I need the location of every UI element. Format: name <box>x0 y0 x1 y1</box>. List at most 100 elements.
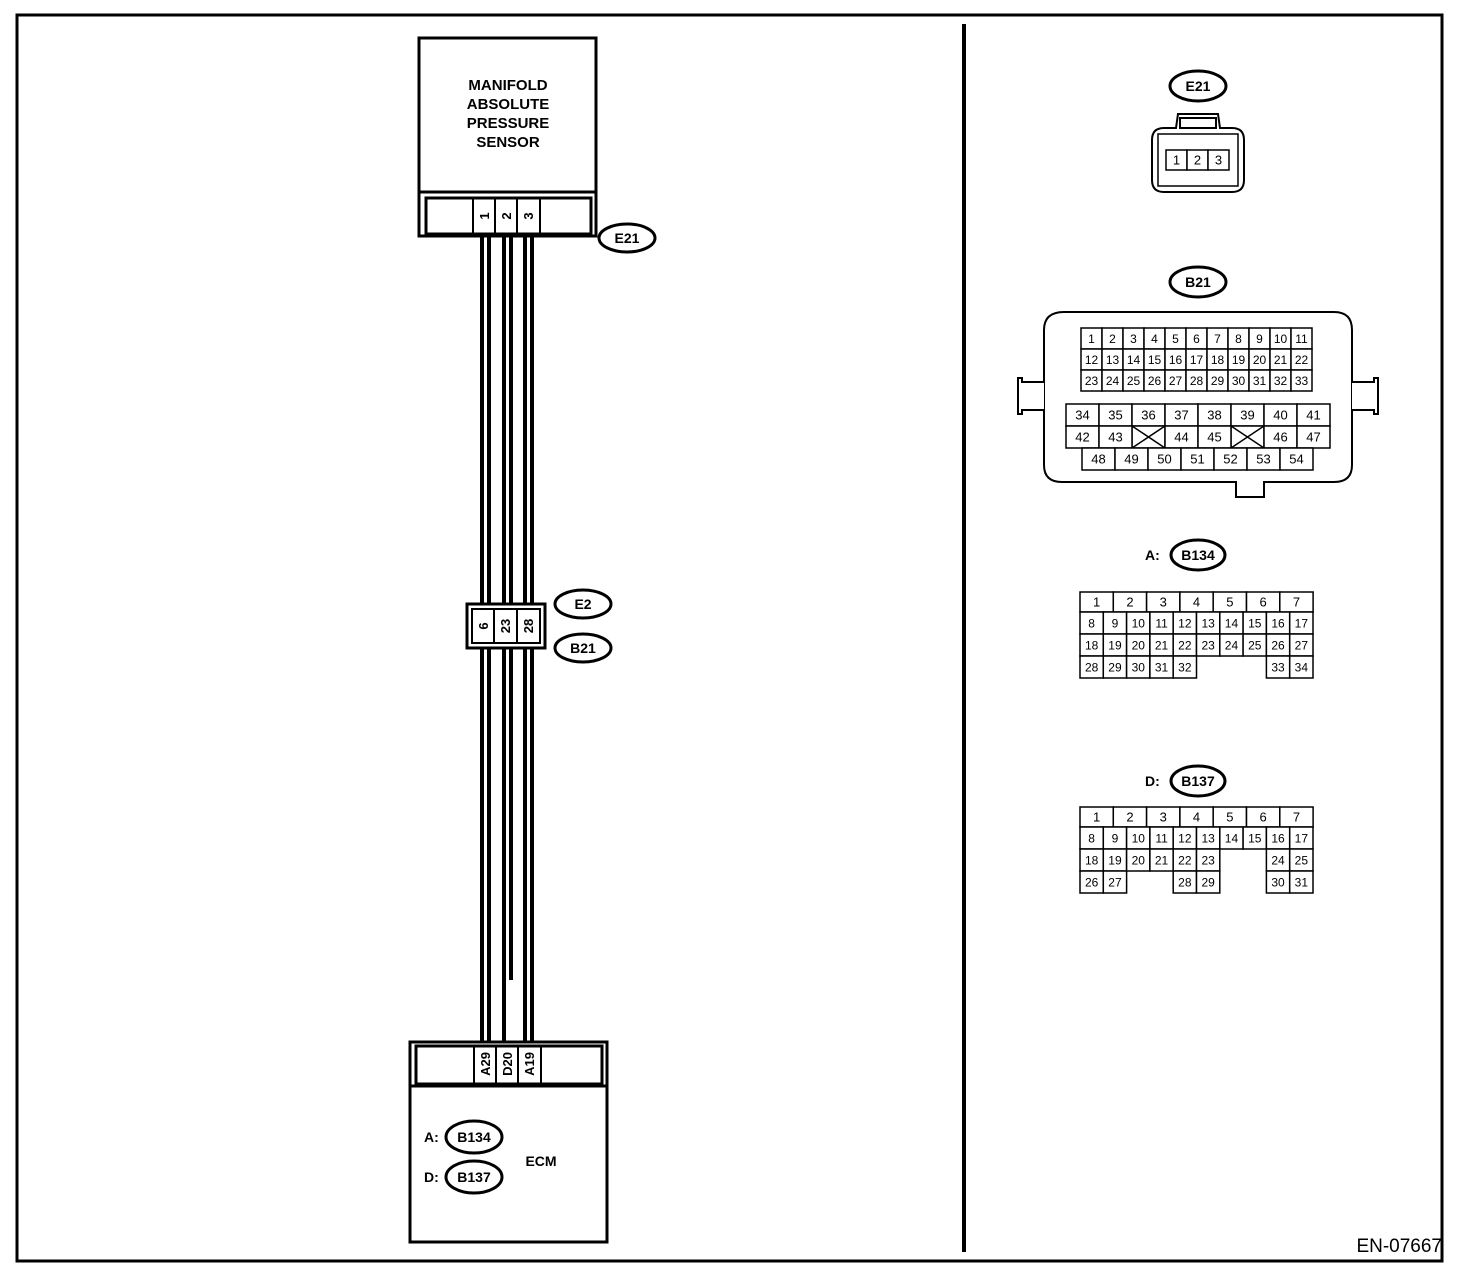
b134-pin-25: 25 <box>1248 638 1262 652</box>
b137-pin-31: 31 <box>1295 875 1309 889</box>
b21-pin-53: 53 <box>1256 452 1270 467</box>
b134-pin-30: 30 <box>1132 660 1146 674</box>
b21-pin-34: 34 <box>1075 408 1089 423</box>
b137-pin-16: 16 <box>1271 831 1285 845</box>
b137-pin-26: 26 <box>1085 875 1099 889</box>
svg-text:E21: E21 <box>1186 78 1211 94</box>
b21-pin-28: 28 <box>1190 374 1204 388</box>
ecm-prefix-a: A: <box>424 1129 439 1145</box>
b134-pin-12: 12 <box>1178 616 1192 630</box>
b137-pin-17: 17 <box>1295 831 1309 845</box>
figure-id: EN-07667 <box>1356 1236 1442 1257</box>
b137-pin-box <box>1102 870 1128 894</box>
b21-pin-8: 8 <box>1235 332 1242 346</box>
b137-pin-box <box>1195 870 1221 894</box>
b21-pin-39: 39 <box>1240 408 1254 423</box>
b21-pin-18: 18 <box>1211 353 1225 367</box>
connector-tag-b21: B21 <box>553 632 613 664</box>
svg-text:B137: B137 <box>1181 773 1215 789</box>
b137-pin-25: 25 <box>1295 853 1309 867</box>
b134-pin-21: 21 <box>1155 638 1169 652</box>
b137-pin-4: 4 <box>1193 810 1200 825</box>
b134-pin-23: 23 <box>1201 638 1215 652</box>
b21-pin-box <box>1279 447 1314 471</box>
b21-pin-11: 11 <box>1295 332 1308 346</box>
svg-text:D:: D: <box>1145 773 1160 789</box>
b134-pin-box <box>1172 655 1198 679</box>
b21-pin-52: 52 <box>1223 452 1237 467</box>
sensor-pin-2: 2 <box>499 212 514 219</box>
b134-pin-6: 6 <box>1260 595 1267 610</box>
b134-pin-22: 22 <box>1178 638 1192 652</box>
b137-pin-12: 12 <box>1178 831 1192 845</box>
b134-pin-2: 2 <box>1126 595 1133 610</box>
b134-pin-13: 13 <box>1201 616 1215 630</box>
map-sensor: MANIFOLD ABSOLUTE PRESSURE SENSOR 1 2 3 <box>417 36 598 238</box>
b137-pin-20: 20 <box>1132 853 1146 867</box>
b134-pin-32: 32 <box>1178 660 1192 674</box>
sensor-label-line-4: SENSOR <box>476 134 540 151</box>
connector-tag-e21: E21 <box>597 222 657 254</box>
b134-pin-17: 17 <box>1295 616 1309 630</box>
b21-pin-6: 6 <box>1193 332 1200 346</box>
b134-pin-3: 3 <box>1160 595 1167 610</box>
b21-pin-29: 29 <box>1211 374 1225 388</box>
b21-pin-45: 45 <box>1207 430 1221 445</box>
b134-pin-15: 15 <box>1248 616 1262 630</box>
b137-pin-18: 18 <box>1085 853 1099 867</box>
b137-pin-1: 1 <box>1093 810 1100 825</box>
b21-pin-23: 23 <box>1085 374 1099 388</box>
b137-pin-5: 5 <box>1226 810 1233 825</box>
b137-pin-2: 2 <box>1126 810 1133 825</box>
b21-pin-12: 12 <box>1085 353 1099 367</box>
b21-pin-box <box>1290 369 1313 392</box>
b134-pin-9: 9 <box>1112 616 1119 630</box>
b134-pin-27: 27 <box>1295 638 1309 652</box>
b21-pin-21: 21 <box>1274 353 1288 367</box>
svg-text:E21: E21 <box>615 230 640 246</box>
b21-pin-19: 19 <box>1232 353 1246 367</box>
ecm-connector-b137: B137 <box>457 1169 491 1185</box>
b137-pin-29: 29 <box>1201 875 1215 889</box>
b21-pin-3: 3 <box>1130 332 1137 346</box>
b21-pin-9: 9 <box>1256 332 1263 346</box>
svg-text:A:: A: <box>1145 547 1160 563</box>
b21-pin-10: 10 <box>1274 332 1288 346</box>
joint-pin-23: 23 <box>498 619 513 633</box>
e21-pin-2: 2 <box>1194 153 1201 168</box>
b134-pin-4: 4 <box>1193 595 1200 610</box>
ecm-connector-b134: B134 <box>457 1129 491 1145</box>
b21-pin-43: 43 <box>1108 430 1122 445</box>
b21-pin-35: 35 <box>1108 408 1122 423</box>
e21-pin-3: 3 <box>1215 153 1222 168</box>
b21-pin-50: 50 <box>1157 452 1171 467</box>
b137-pin-22: 22 <box>1178 853 1192 867</box>
b21-blank-pin-x <box>1230 425 1265 449</box>
b134-pin-7: 7 <box>1293 595 1300 610</box>
b21-pin-17: 17 <box>1190 353 1204 367</box>
b134-pin-24: 24 <box>1225 638 1239 652</box>
b134-pin-14: 14 <box>1225 616 1239 630</box>
sensor-label-line-2: ABSOLUTE <box>467 96 550 113</box>
b134-pin-19: 19 <box>1108 638 1122 652</box>
b21-pin-25: 25 <box>1127 374 1141 388</box>
b137-pin-box <box>1288 870 1314 894</box>
joint-pin-28: 28 <box>521 619 536 633</box>
b137-pin-8: 8 <box>1088 831 1095 845</box>
ecm-pin-d20: D20 <box>500 1052 515 1076</box>
b21-pin-32: 32 <box>1274 374 1288 388</box>
b21-pin-38: 38 <box>1207 408 1221 423</box>
b137-pin-14: 14 <box>1225 831 1239 845</box>
b21-pin-1: 1 <box>1088 332 1095 346</box>
b134-pin-11: 11 <box>1155 616 1168 630</box>
harness-wires <box>480 234 534 1046</box>
b134-pin-34: 34 <box>1295 660 1309 674</box>
b134-pin-16: 16 <box>1271 616 1285 630</box>
b137-pin-24: 24 <box>1271 853 1285 867</box>
b21-pin-20: 20 <box>1253 353 1267 367</box>
b21-pin-15: 15 <box>1148 353 1162 367</box>
